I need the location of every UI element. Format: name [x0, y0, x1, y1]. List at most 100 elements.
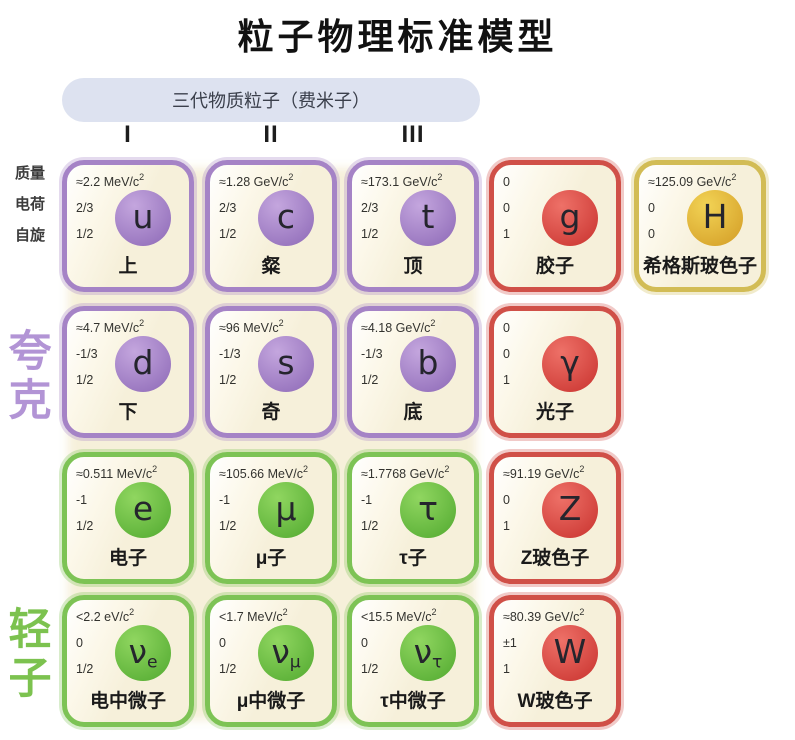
- particle-charge: ±1: [503, 636, 517, 651]
- particle-symbol: e: [132, 488, 154, 528]
- particle-properties: ≈1.7768 GeV/c2 -1 1/2: [361, 463, 449, 534]
- particle-charge: -1: [361, 493, 373, 508]
- particle-charge: 0: [219, 636, 226, 651]
- particle-symbol: γ: [560, 342, 580, 382]
- particle-spin: 1/2: [76, 227, 94, 242]
- particle-symbol-circle: Z: [542, 482, 598, 538]
- particle-charge: 2/3: [361, 201, 379, 216]
- particle-mass: ≈0.511 MeV/c2: [76, 464, 158, 482]
- particle-properties: ≈1.28 GeV/c2 2/3 1/2: [219, 171, 293, 242]
- charge-label: 电荷: [15, 196, 46, 213]
- particle-charge: 0: [76, 636, 83, 651]
- particle-symbol-circle: νe: [115, 625, 171, 681]
- particle-symbol-circle: g: [542, 190, 598, 246]
- particle-cell-down: ≈4.7 MeV/c2 -1/3 1/2 d 下: [62, 306, 194, 438]
- particle-cell-electron: ≈0.511 MeV/c2 -1 1/2 e 电子: [62, 452, 194, 584]
- particle-spin: 1/2: [361, 227, 379, 242]
- particle-mass: ≈80.39 GeV/c2: [503, 607, 585, 625]
- particle-symbol-circle: μ: [258, 482, 314, 538]
- particle-symbol: μ: [275, 488, 297, 528]
- particle-properties: 0 0 1: [503, 317, 510, 388]
- particle-symbol: ντ: [413, 631, 443, 673]
- particle-name: τ子: [399, 548, 427, 569]
- mass-label: 质量: [15, 165, 46, 182]
- particle-cell-w-boson: ≈80.39 GeV/c2 ±1 1 W W玻色子: [489, 595, 621, 727]
- particle-symbol: u: [132, 196, 154, 236]
- particle-charge: -1: [76, 493, 88, 508]
- spin-label: 自旋: [15, 227, 46, 244]
- particle-cell-gluon: 0 0 1 g 胶子: [489, 160, 621, 292]
- particle-symbol-circle: e: [115, 482, 171, 538]
- particle-cell-photon: 0 0 1 γ 光子: [489, 306, 621, 438]
- particle-symbol-circle: c: [258, 190, 314, 246]
- particle-spin: 1/2: [219, 662, 237, 677]
- particle-spin: 0: [648, 227, 655, 242]
- particle-symbol: νμ: [271, 631, 301, 673]
- particle-name: 光子: [535, 402, 574, 423]
- particle-name: 奇: [261, 402, 281, 423]
- particle-mass: ≈125.09 GeV/c2: [648, 172, 737, 190]
- particle-cell-up: ≈2.2 MeV/c2 2/3 1/2 u 上: [62, 160, 194, 292]
- particle-properties: ≈96 MeV/c2 -1/3 1/2: [219, 317, 284, 388]
- particle-properties: <1.7 MeV/c2 0 1/2: [219, 606, 288, 677]
- particle-charge: 2/3: [219, 201, 237, 216]
- particle-cell-muon-neutrino: <1.7 MeV/c2 0 1/2 νμ μ中微子: [205, 595, 337, 727]
- particle-symbol-circle: ντ: [400, 625, 456, 681]
- particle-properties: <15.5 MeV/c2 0 1/2: [361, 606, 437, 677]
- particle-mass: ≈96 MeV/c2: [219, 318, 284, 336]
- particle-symbol-circle: H: [687, 190, 743, 246]
- particle-cell-strange: ≈96 MeV/c2 -1/3 1/2 s 奇: [205, 306, 337, 438]
- particle-name: 下: [118, 402, 138, 423]
- particle-cell-electron-neutrino: <2.2 eV/c2 0 1/2 νe 电中微子: [62, 595, 194, 727]
- particle-charge: -1/3: [76, 347, 98, 362]
- particle-spin: 1/2: [219, 519, 237, 534]
- particle-spin: 1: [503, 519, 510, 534]
- particle-spin: 1/2: [76, 519, 94, 534]
- particle-charge: 0: [648, 201, 655, 216]
- particle-name: 上: [118, 256, 138, 277]
- particle-spin: 1/2: [361, 373, 379, 388]
- particle-name: 顶: [403, 256, 423, 277]
- particle-symbol: t: [421, 196, 435, 236]
- property-labels: 质量 电荷 自旋: [15, 162, 45, 245]
- generation-label-2: II: [263, 121, 279, 148]
- particle-symbol-circle: τ: [400, 482, 456, 538]
- particle-properties: ≈173.1 GeV/c2 2/3 1/2: [361, 171, 442, 242]
- particle-mass: ≈91.19 GeV/c2: [503, 464, 585, 482]
- particle-mass: 0: [503, 175, 510, 190]
- particle-symbol: W: [553, 631, 587, 671]
- particle-spin: 1: [503, 227, 510, 242]
- particle-mass: <15.5 MeV/c2: [361, 607, 437, 625]
- particle-properties: 0 0 1: [503, 171, 510, 242]
- particle-spin: 1/2: [219, 227, 237, 242]
- particle-cell-bottom: ≈4.18 GeV/c2 -1/3 1/2 b 底: [347, 306, 479, 438]
- particle-charge: 2/3: [76, 201, 94, 216]
- particle-mass: ≈2.2 MeV/c2: [76, 172, 145, 190]
- particle-cell-muon: ≈105.66 MeV/c2 -1 1/2 μ μ子: [205, 452, 337, 584]
- particle-charge: -1/3: [361, 347, 383, 362]
- particle-symbol: νe: [128, 631, 158, 673]
- particle-charge: 0: [503, 201, 510, 216]
- generation-label-3: III: [401, 121, 425, 148]
- particle-charge: 0: [361, 636, 368, 651]
- particle-name: μ子: [255, 548, 287, 569]
- particle-mass: ≈1.28 GeV/c2: [219, 172, 294, 190]
- particle-properties: ≈0.511 MeV/c2 -1 1/2: [76, 463, 157, 534]
- particle-properties: ≈80.39 GeV/c2 ±1 1: [503, 606, 584, 677]
- particle-symbol: H: [702, 196, 728, 236]
- particle-symbol-circle: νμ: [258, 625, 314, 681]
- particle-mass: ≈173.1 GeV/c2: [361, 172, 443, 190]
- particle-charge: 0: [503, 347, 510, 362]
- particle-cell-z-boson: ≈91.19 GeV/c2 0 1 Z Z玻色子: [489, 452, 621, 584]
- particle-symbol: g: [559, 196, 581, 236]
- particle-properties: ≈125.09 GeV/c2 0 0: [648, 171, 736, 242]
- particle-charge: -1/3: [219, 347, 241, 362]
- particle-spin: 1/2: [76, 373, 94, 388]
- particle-mass: ≈4.18 GeV/c2: [361, 318, 436, 336]
- particle-symbol: b: [417, 342, 439, 382]
- particle-name: 电子: [108, 548, 147, 569]
- particle-cell-higgs: ≈125.09 GeV/c2 0 0 H 希格斯玻色子: [634, 160, 766, 292]
- particle-charge: -1: [219, 493, 231, 508]
- particle-cell-top: ≈173.1 GeV/c2 2/3 1/2 t 顶: [347, 160, 479, 292]
